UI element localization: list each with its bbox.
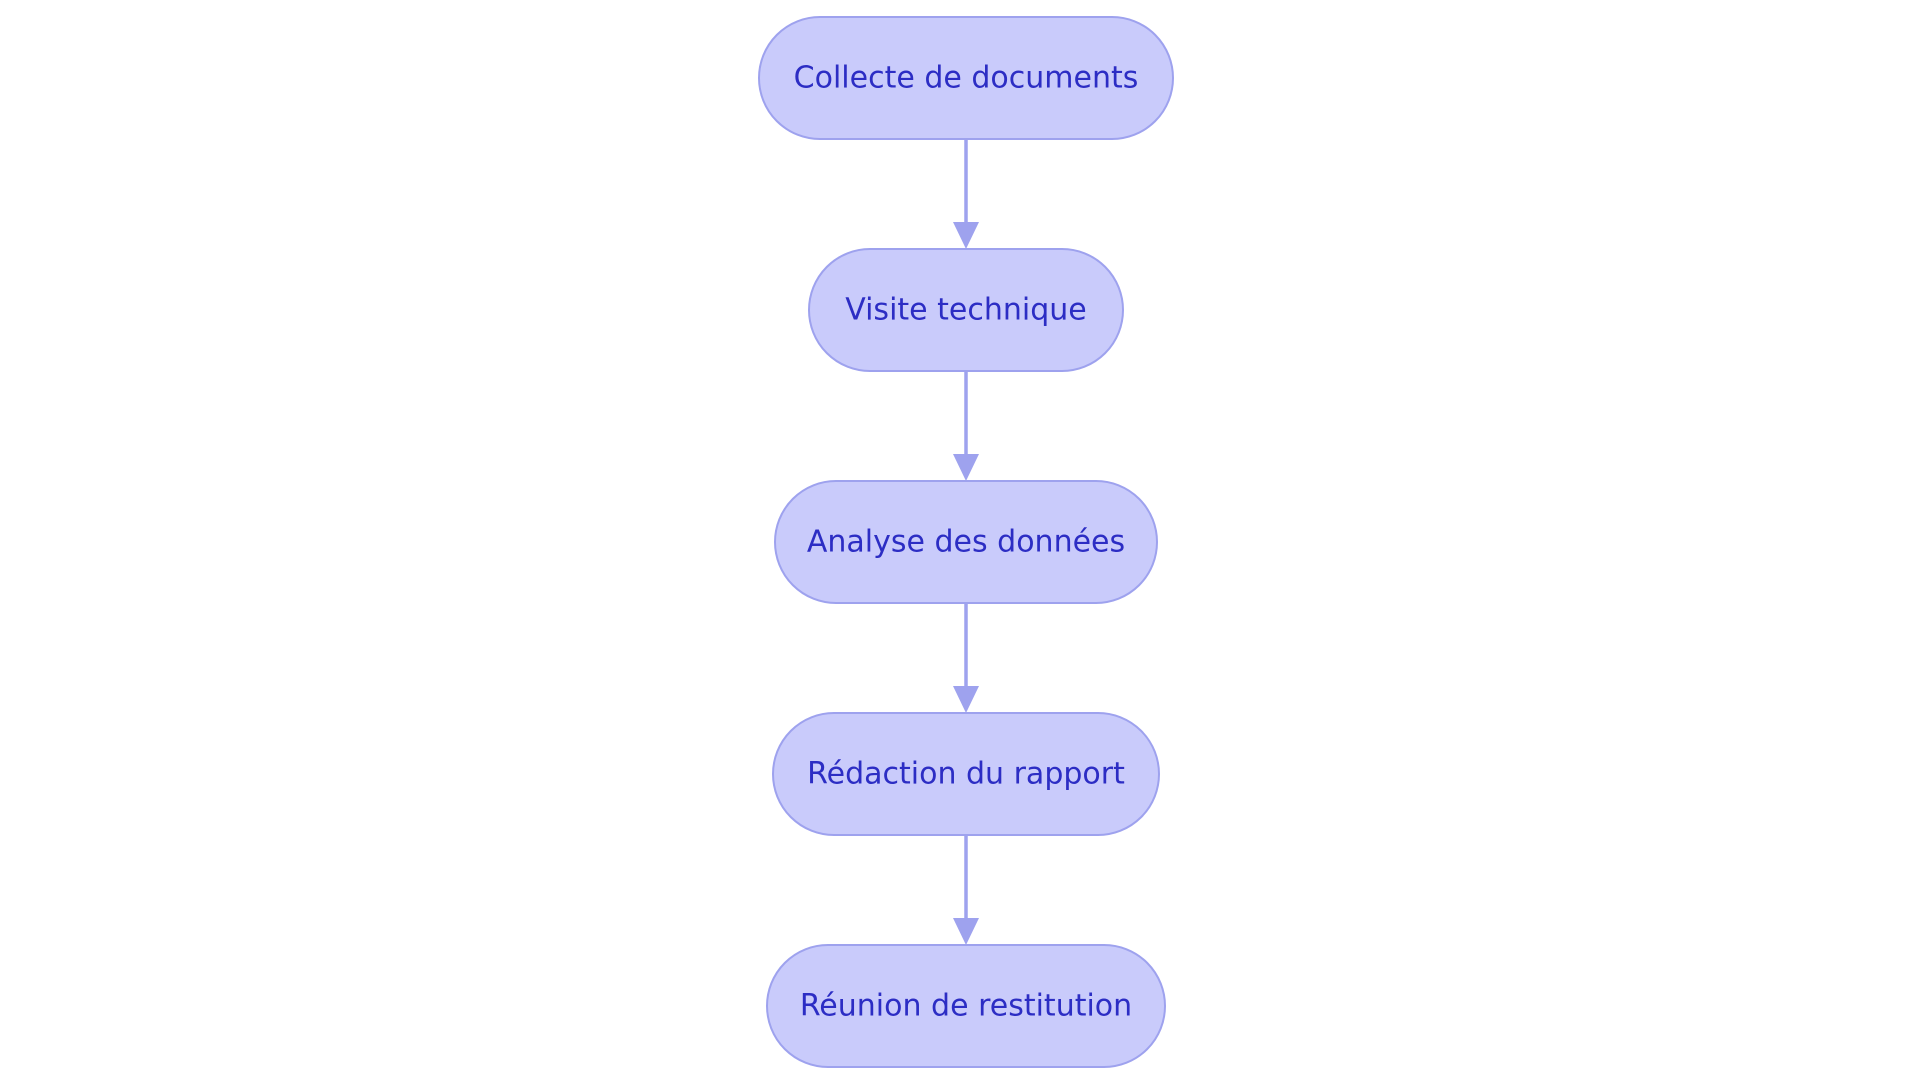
node-analyse-des-donnees[interactable]: Analyse des données xyxy=(774,480,1158,604)
edge-redaction-to-reunion xyxy=(953,836,979,945)
node-label: Réunion de restitution xyxy=(800,989,1132,1024)
edge-collecte-to-visite xyxy=(953,140,979,249)
node-shape xyxy=(758,16,1174,140)
arrowhead-icon xyxy=(953,918,979,945)
node-shape xyxy=(774,480,1158,604)
node-visite-technique[interactable]: Visite technique xyxy=(808,248,1124,372)
node-label: Rédaction du rapport xyxy=(807,757,1125,792)
node-reunion-de-restitution[interactable]: Réunion de restitution xyxy=(766,944,1166,1068)
node-collecte-de-documents[interactable]: Collecte de documents xyxy=(758,16,1174,140)
arrowhead-icon xyxy=(953,686,979,713)
node-label: Collecte de documents xyxy=(794,61,1139,96)
node-label: Visite technique xyxy=(845,293,1087,328)
node-shape xyxy=(808,248,1124,372)
edge-analyse-to-redaction xyxy=(953,604,979,713)
node-shape xyxy=(766,944,1166,1068)
edge-visite-to-analyse xyxy=(953,372,979,481)
arrowhead-icon xyxy=(953,454,979,481)
flowchart-nodes: Collecte de documents Visite technique A… xyxy=(758,16,1174,1068)
node-label: Analyse des données xyxy=(807,525,1125,560)
arrowhead-icon xyxy=(953,222,979,249)
node-redaction-du-rapport[interactable]: Rédaction du rapport xyxy=(772,712,1160,836)
node-shape xyxy=(772,712,1160,836)
flowchart-edges xyxy=(953,140,979,945)
